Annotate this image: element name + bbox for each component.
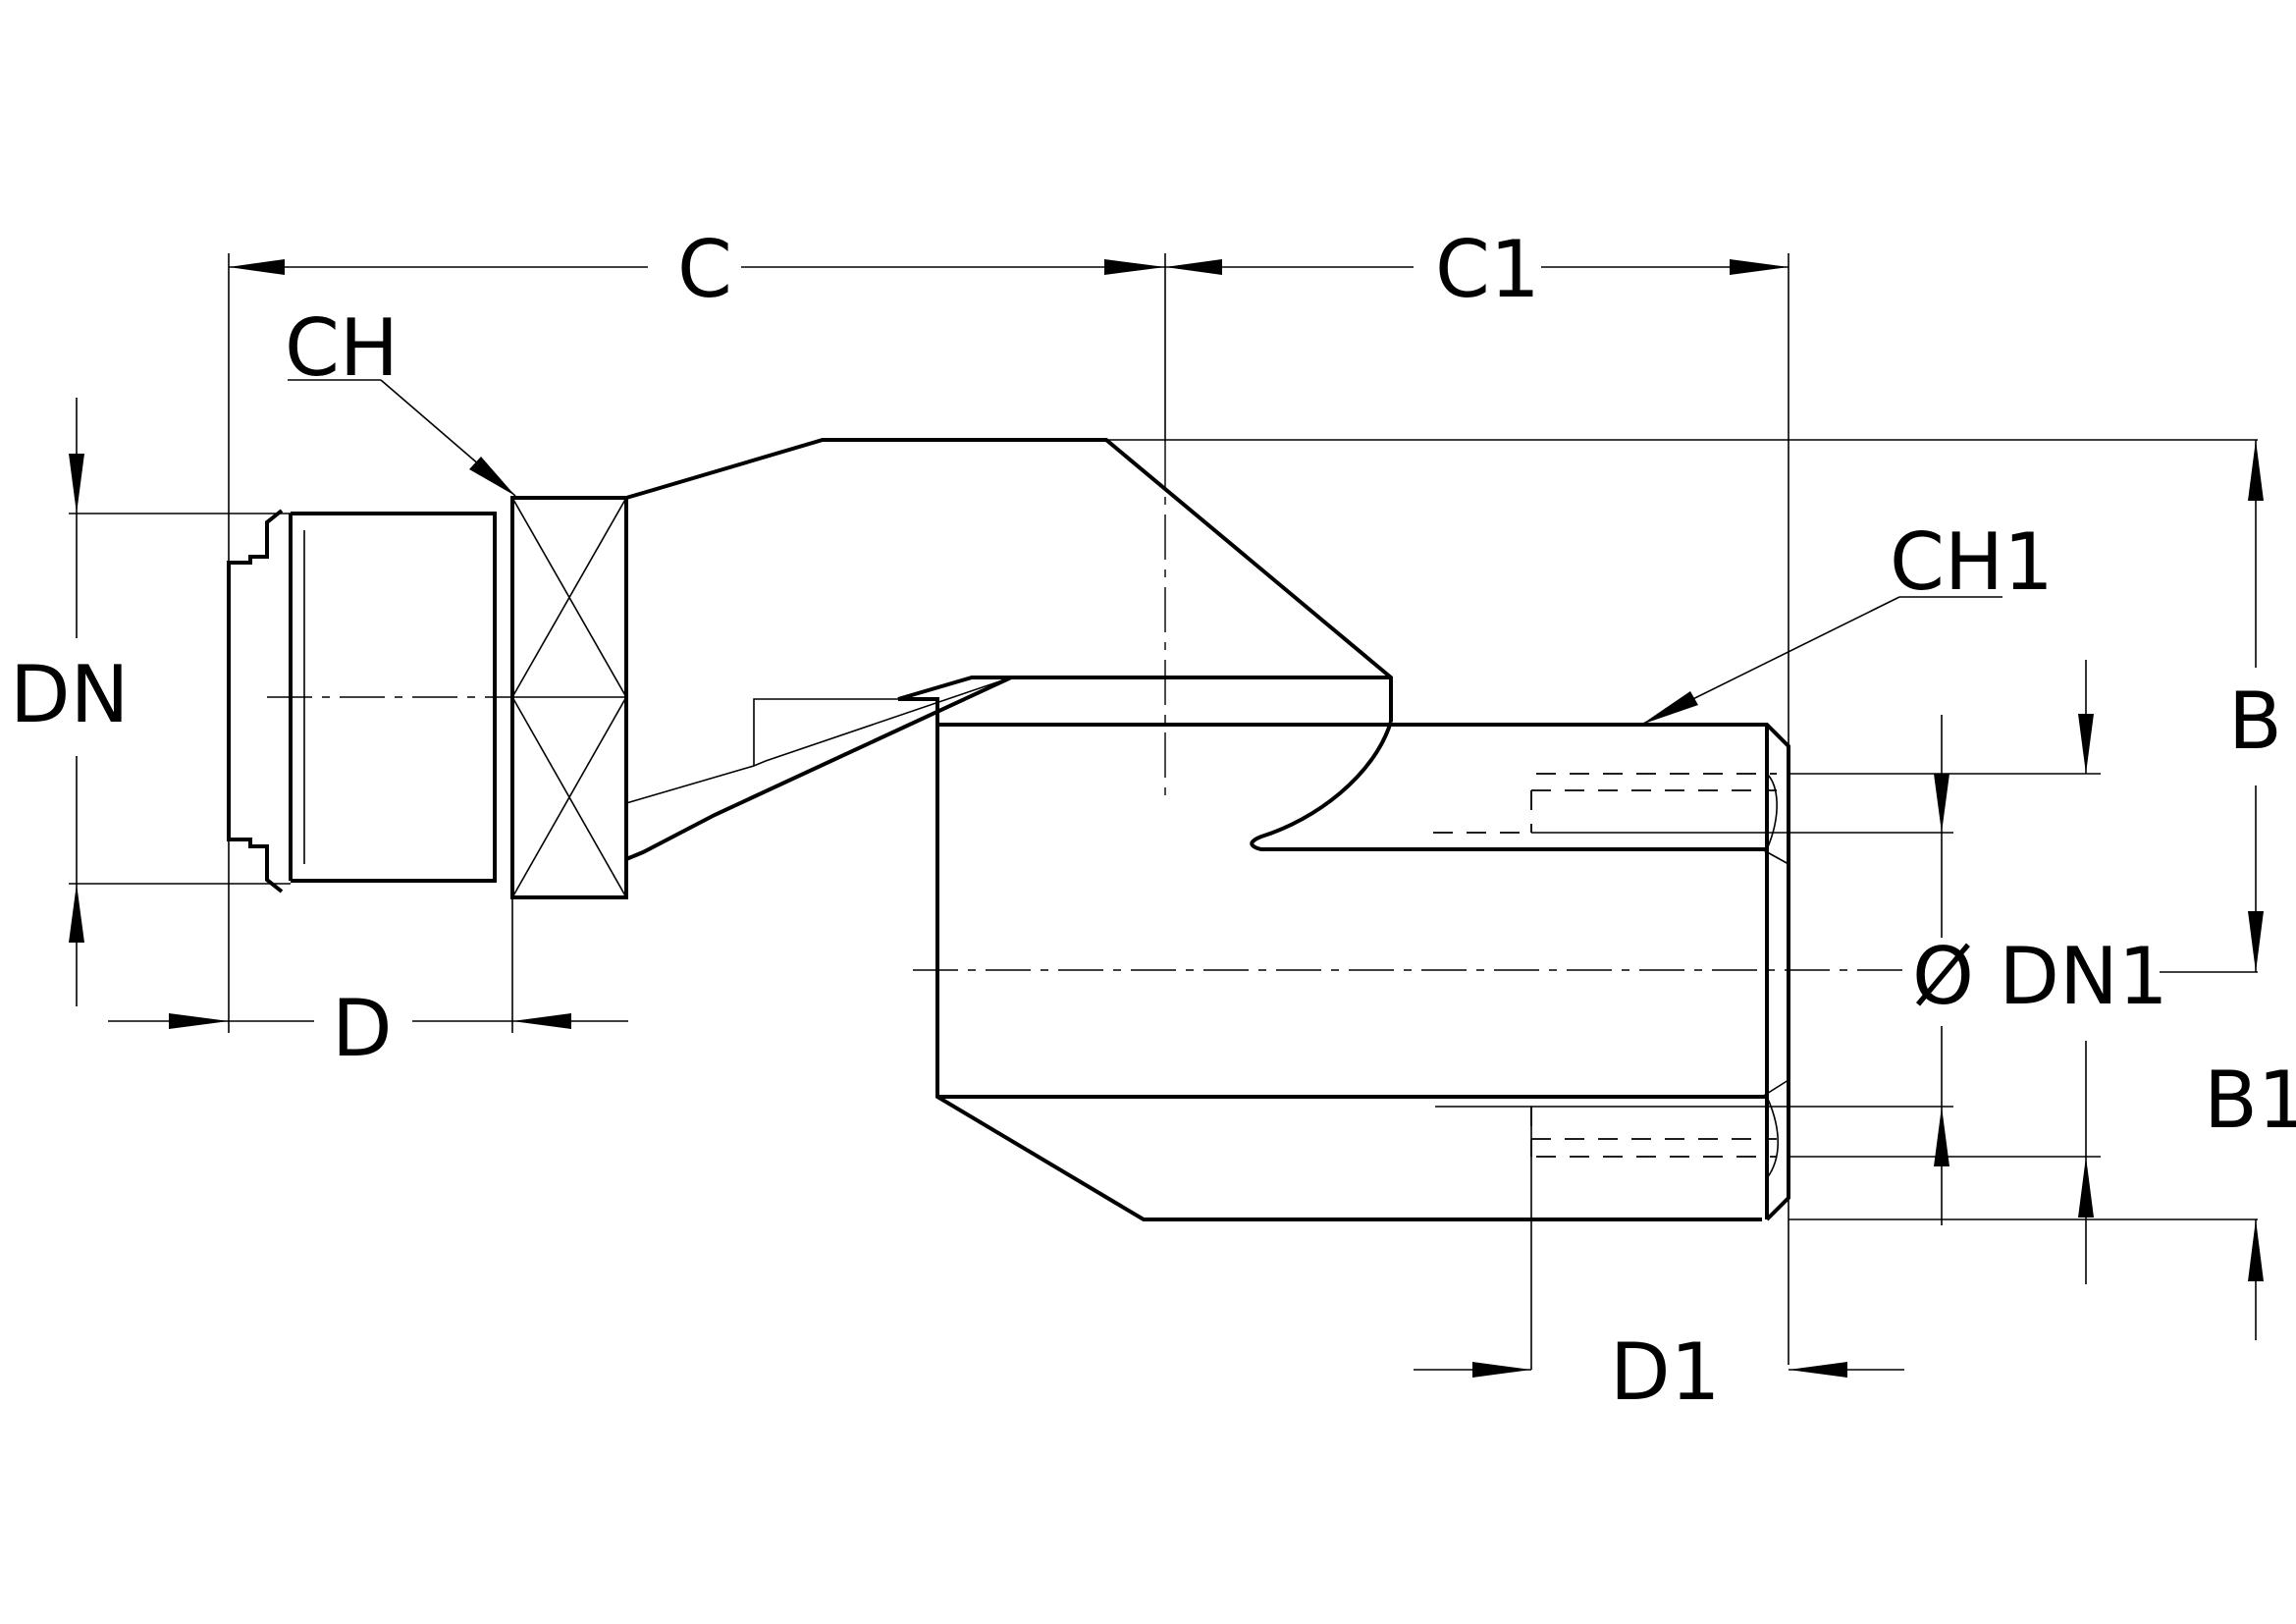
swivel-elbow-body: [625, 438, 1767, 1221]
extension-lines: [69, 253, 2258, 1370]
dimension-c: [229, 259, 1165, 275]
dimension-dn: [69, 398, 84, 1006]
leader-ch: [288, 379, 516, 497]
label-ch: CH: [285, 302, 399, 394]
label-dn1: Ø DN1: [1912, 931, 2168, 1022]
dimension-dn1-inner: [1934, 715, 1949, 1225]
left-male-thread-fitting: [227, 509, 497, 893]
left-hex-nut: [510, 496, 628, 899]
dimension-d1: [1414, 1362, 1904, 1378]
dimension-b: [2248, 440, 2264, 972]
label-b1: B1: [2204, 1055, 2296, 1146]
dimension-labels: C C1 CH CH1 DN D B Ø DN1 B1 D1: [10, 224, 2296, 1418]
hidden-thread-lines: [1433, 773, 1953, 1158]
right-female-hex-end: [1391, 723, 1790, 1221]
label-d: D: [332, 983, 393, 1074]
label-d1: D1: [1610, 1326, 1721, 1418]
label-ch1: CH1: [1890, 516, 2054, 608]
leader-ch1: [1640, 596, 2002, 726]
dimension-dn1-outer: [2078, 660, 2094, 1284]
dimension-b1: [2248, 1219, 2264, 1340]
center-lines: [267, 442, 1904, 971]
label-b: B: [2228, 676, 2282, 767]
dimension-c1: [1165, 259, 1789, 275]
label-dn: DN: [10, 649, 129, 740]
label-c1: C1: [1435, 224, 1540, 315]
label-c: C: [677, 224, 732, 315]
dimension-d: [108, 1013, 628, 1029]
